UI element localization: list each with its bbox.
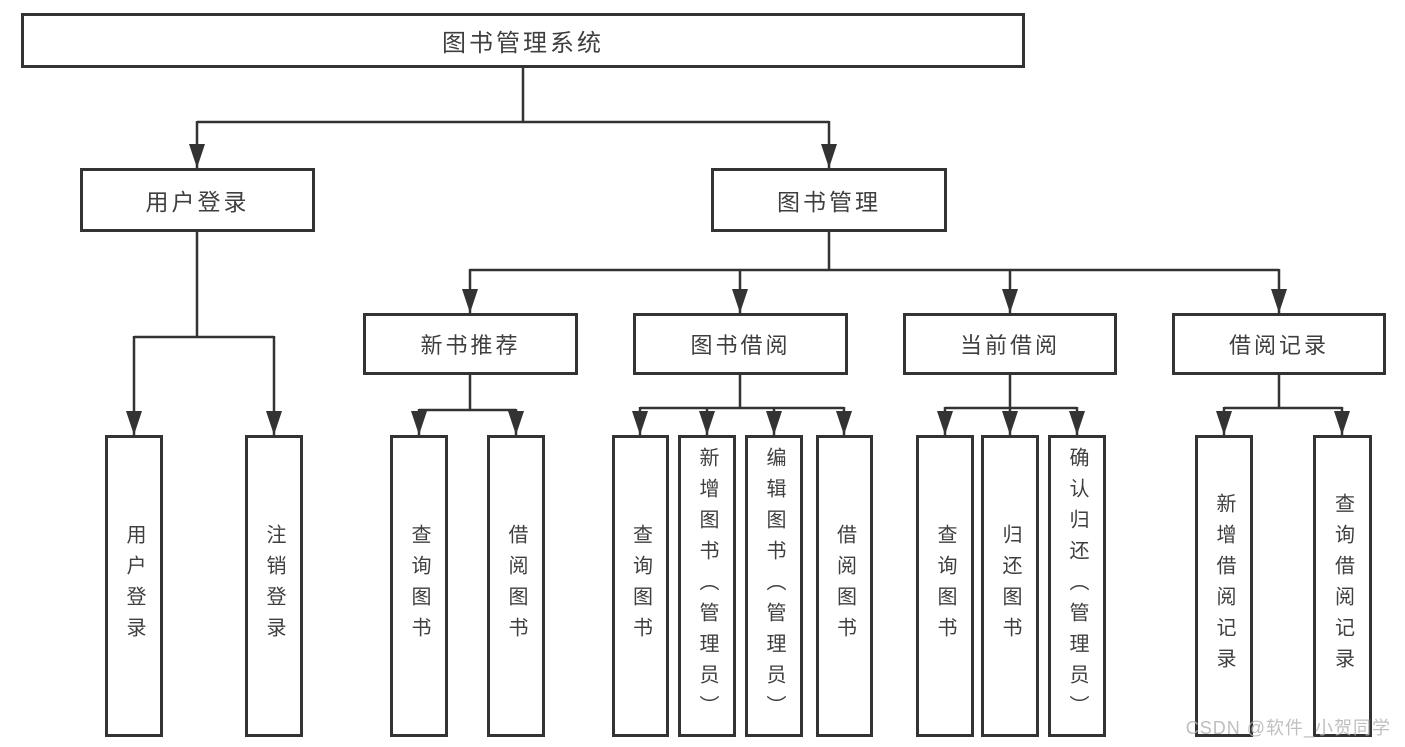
leaf-borrowing-borrow-books: 借阅图书: [816, 435, 873, 737]
leaf-recommend-borrow-books: 借阅图书: [487, 435, 545, 737]
leaf-label: 新增借阅记录: [1213, 493, 1235, 679]
leaf-label: 查询图书: [408, 524, 430, 648]
leaf-label: 编辑图书（管理员）: [763, 446, 785, 726]
leaf-label: 查询图书: [934, 524, 956, 648]
leaf-current-query-books: 查询图书: [916, 435, 974, 737]
leaf-label: 查询图书: [629, 524, 652, 648]
node-new-book-recommend: 新书推荐: [363, 313, 578, 375]
node-borrow-records: 借阅记录: [1172, 313, 1386, 375]
leaf-current-return-books: 归还图书: [981, 435, 1039, 737]
leaf-label: 注销登录: [263, 524, 285, 648]
leaf-label: 借阅图书: [505, 524, 527, 648]
node-current-borrowing: 当前借阅: [903, 313, 1117, 375]
leaf-recommend-query-books: 查询图书: [390, 435, 448, 737]
leaf-label: 确认归还（管理员）: [1066, 446, 1088, 726]
leaf-label: 新增图书（管理员）: [696, 446, 718, 726]
leaf-records-add-borrow-record: 新增借阅记录: [1195, 435, 1253, 737]
leaf-current-confirm-return-admin: 确认归还（管理员）: [1048, 435, 1106, 737]
leaf-label: 借阅图书: [833, 524, 856, 648]
node-book-borrowing: 图书借阅: [633, 313, 848, 375]
csdn-watermark: CSDN @软件_小贺同学: [1185, 718, 1391, 738]
leaf-label: 用户登录: [123, 524, 145, 648]
leaf-borrowing-add-books-admin: 新增图书（管理员）: [678, 435, 736, 737]
leaf-borrowing-edit-books-admin: 编辑图书（管理员）: [745, 435, 803, 737]
leaf-user-login: 用户登录: [105, 435, 163, 737]
node-library-system: 图书管理系统: [21, 13, 1025, 68]
leaf-records-query-borrow-record: 查询借阅记录: [1313, 435, 1372, 737]
leaf-borrowing-query-books: 查询图书: [612, 435, 669, 737]
leaf-logout-login: 注销登录: [245, 435, 303, 737]
leaf-label: 查询借阅记录: [1331, 493, 1354, 679]
node-user-login-branch: 用户登录: [80, 168, 315, 232]
node-book-management-branch: 图书管理: [711, 168, 947, 232]
leaf-label: 归还图书: [999, 524, 1021, 648]
